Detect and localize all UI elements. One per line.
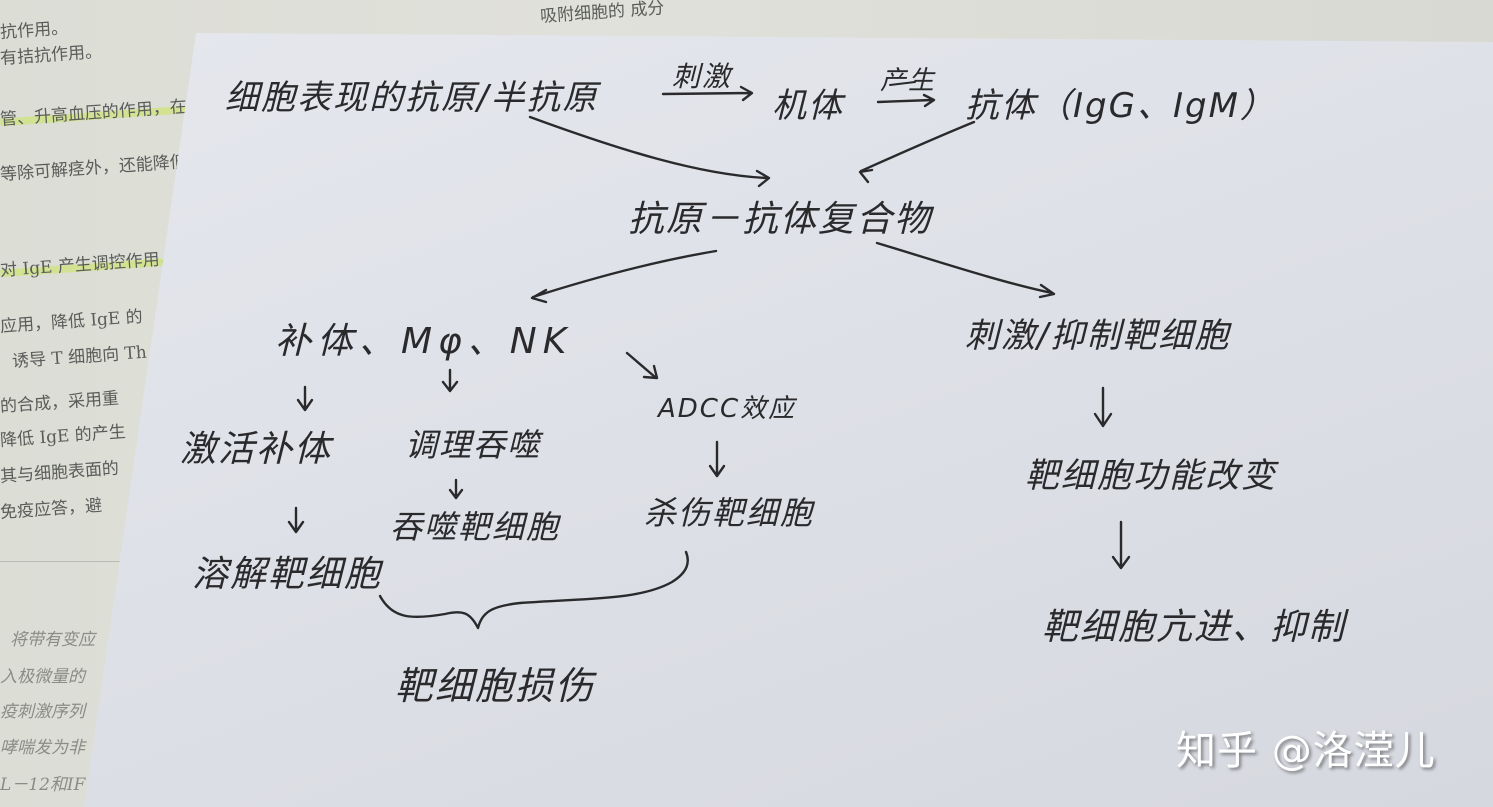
produce-arrow-icon [876, 93, 936, 108]
down-arrow-icon [441, 368, 459, 393]
produce-label: 产生 [880, 66, 937, 96]
book-text-line: 对 IgE 产生调控作用， [0, 243, 178, 281]
down-arrow-icon [1093, 386, 1113, 428]
kill-target-cell-label: 杀伤靶细胞 [644, 494, 815, 532]
book-text-line: 应用，降低 IgE 的 [0, 307, 144, 337]
antigen-antibody-complex-label: 抗原－抗体复合物 [628, 199, 933, 240]
down-arrow-icon [448, 478, 464, 500]
phagocytose-target-cell-label: 吞噬靶细胞 [390, 508, 561, 546]
nk-to-adcc-arrow-icon [625, 351, 659, 380]
book-text-line: 其与细胞表面的 [0, 458, 120, 487]
antibody-label: 抗体（IgG、IgM） [965, 86, 1276, 126]
activate-complement-label: 激活补体 [180, 429, 333, 470]
antigen-label: 细胞表现的抗原/半抗原 [225, 78, 599, 118]
book-text-line: L－12和IF [0, 775, 86, 795]
opsonization-label: 调理吞噬 [405, 426, 542, 464]
target-cell-damage-label: 靶细胞损伤 [395, 664, 596, 708]
zhihu-watermark: 知乎 @洛滢儿 [1176, 728, 1436, 774]
brace-icon [378, 550, 689, 630]
down-arrow-icon [287, 506, 305, 534]
book-heading: 吸附细胞的 成分 [539, 0, 665, 27]
complex-to-effectors-arrow-icon [530, 249, 718, 304]
book-text-line: 疫刺激序列 [0, 702, 85, 722]
book-text-line: 免疫应答，避 [0, 495, 103, 523]
book-text-line: 降低 IgE 的产生 [0, 422, 127, 451]
antibody-to-complex-arrow-icon [858, 120, 976, 184]
book-text-line: 抗作用。 [0, 18, 69, 43]
adcc-effect-label: ADCC效应 [658, 394, 797, 424]
target-cell-hyper-inhibit-label: 靶细胞亢进、抑制 [1042, 607, 1347, 648]
book-text-line: 管、升高血压的作用，在 [0, 91, 188, 130]
book-divider [0, 561, 120, 562]
down-arrow-icon [296, 385, 314, 412]
lyse-target-cell-label: 溶解靶细胞 [192, 554, 383, 595]
book-text-line: 哮喘发为非 [0, 738, 85, 758]
complex-to-target-regulation-arrow-icon [875, 241, 1056, 299]
book-text-line: 的合成，采用重 [0, 388, 120, 417]
down-arrow-icon [708, 440, 726, 478]
down-arrow-icon [1111, 520, 1131, 570]
organism-label: 机体 [772, 86, 844, 126]
book-text-line: 入极微量的 [0, 667, 85, 687]
book-text-line: 等除可解痉外，还能降低 [0, 151, 188, 185]
antigen-to-complex-arrow-icon [528, 115, 771, 188]
stimulate-arrow-icon [661, 85, 754, 102]
effectors-label: 补体、Mφ、NK [275, 321, 573, 362]
book-text-line: 诱导 T 细胞向 Th [11, 342, 148, 372]
target-cell-function-change-label: 靶细胞功能改变 [1025, 456, 1277, 496]
stimulate-label: 刺激 [672, 60, 733, 93]
stimulate-inhibit-target-cell-label: 刺激/抑制靶细胞 [965, 316, 1231, 356]
book-text-line: 将带有变应 [10, 630, 95, 650]
